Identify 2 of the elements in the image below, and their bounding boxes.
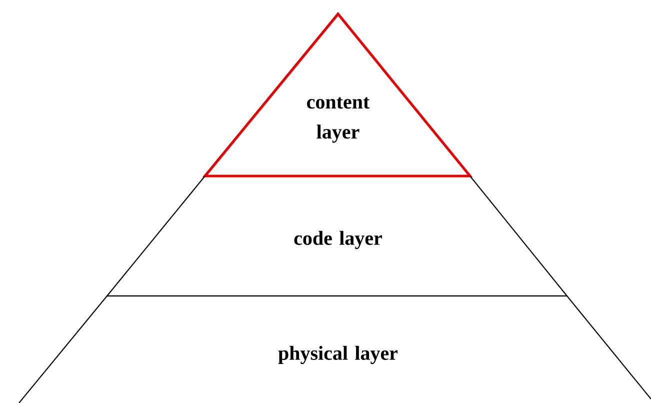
trapezoid-layer: code layer <box>106 176 568 297</box>
trapezoid-layer: physical layer <box>18 295 651 403</box>
